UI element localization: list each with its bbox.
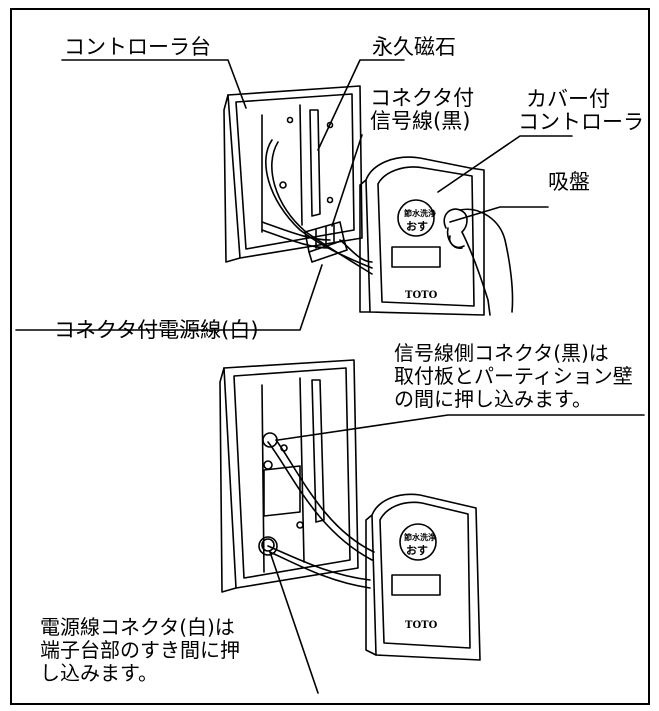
svg-text:TOTO: TOTO [405,290,438,301]
power-wire-label: コネクタ付電源線(白) [54,318,259,342]
signal-wire-label-line1: コネクタ付 [370,86,475,110]
wires-top [261,139,373,275]
signal-wire-label-line2: 信号線(黒) [370,109,471,133]
diagram-frame [10,8,650,705]
connector-bottom [258,432,278,556]
signal-connector-note: 信号線側コネクタ(黒)は 取付板とパーティション壁 の間に押し込みます。 [394,342,633,411]
controller-bottom [365,493,481,661]
wires-bottom [267,439,375,589]
connector-block-top [304,221,348,263]
covered-controller-label-line2: コントローラ [518,110,644,134]
power-connector-note-line1: 電源線コネクタ(白)は [40,615,235,639]
controller-base-top [223,85,363,263]
permanent-magnet-label: 永久磁石 [372,35,456,59]
leader-lines-top [15,59,573,331]
svg-text:節水洗浄: 節水洗浄 [404,532,436,542]
svg-text:TOTO: TOTO [405,620,438,631]
signal-connector-note-line1: 信号線側コネクタ(黒)は [394,341,609,365]
controller-base-bottom [219,359,359,593]
suction-cup-label: 吸盤 [548,170,590,194]
covered-controller-label-line1: カバー付 [526,87,610,111]
signal-wire-label: コネクタ付 信号線(黒) [370,87,474,133]
power-connector-note-line3: し込みます。 [40,661,158,685]
svg-text:おす: おす [406,544,428,557]
covered-controller-label: カバー付 コントローラ [518,87,644,134]
power-connector-note: 電源線コネクタ(白)は 端子台部のすき間に押 し込みます。 [40,616,240,685]
device-markings: 節水洗浄 おす 節水洗浄 おす TOTO TOTO [404,208,438,631]
signal-connector-note-line2: 取付板とパーティション壁 [394,364,633,388]
controller-top [359,156,485,316]
svg-text:節水洗浄: 節水洗浄 [404,208,436,218]
hand-illustration [443,208,514,316]
power-connector-note-line2: 端子台部のすき間に押 [40,638,240,662]
signal-connector-note-line3: の間に押し込みます。 [394,387,592,411]
controller-base-label: コントローラ台 [64,35,211,59]
svg-text:おす: おす [406,220,428,233]
leader-lines-bottom [269,414,645,694]
